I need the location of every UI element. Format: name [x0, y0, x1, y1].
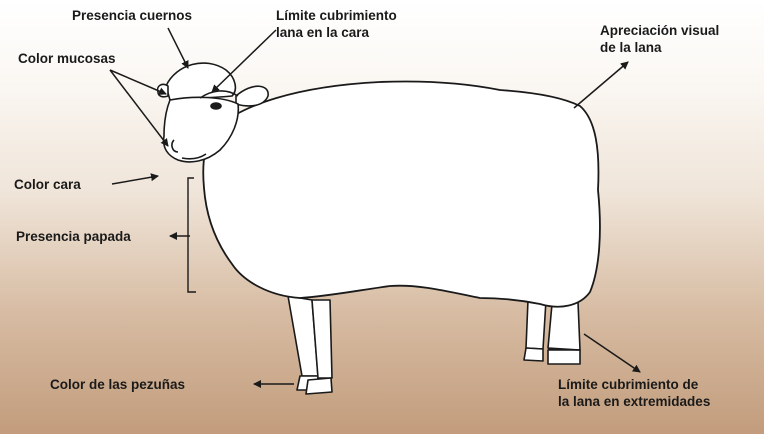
arrow-mucosa-2 [109, 69, 169, 147]
wool-cap [165, 62, 237, 101]
sheep-body [202, 80, 601, 308]
label-leg-wool-line2: la lana en extremidades [558, 394, 711, 409]
front-leg-right [311, 299, 333, 379]
label-face-wool: Límite cubrimiento lana en la cara [276, 7, 397, 41]
label-horns: Presencia cuernos [72, 8, 193, 23]
label-wool-visual-line1: Apreciación visual [600, 23, 720, 38]
label-face-color: Color cara [14, 177, 81, 192]
label-face-wool-line1: Límite cubrimiento [276, 8, 397, 23]
back-hoof-right [547, 349, 581, 365]
back-leg-right [547, 301, 581, 351]
eye [210, 102, 222, 110]
back-hoof-left [523, 347, 544, 362]
back-legs [523, 299, 581, 365]
label-mucosa: Color mucosas [18, 51, 116, 66]
arrow-mucosa-1 [109, 69, 167, 95]
label-wool-visual: Apreciación visual de la lana [600, 22, 719, 56]
label-wool-visual-line2: de la lana [600, 40, 662, 55]
arrow-leg-wool [583, 333, 641, 373]
label-hooves: Color de las pezuñas [50, 377, 186, 392]
ear [235, 85, 269, 107]
label-leg-wool-line1: Límite cubrimiento de [558, 377, 699, 392]
arrow-face-color [111, 173, 159, 185]
front-legs [287, 295, 333, 395]
face [162, 96, 240, 163]
arrow-horns [167, 27, 189, 69]
arrow-face-wool [211, 29, 277, 93]
dewlap-bracket [187, 177, 196, 293]
front-hoof-right [305, 377, 333, 395]
pointer-arrows [109, 27, 641, 388]
back-leg-left [525, 299, 547, 350]
label-face-wool-line2: lana en la cara [276, 25, 370, 40]
arrow-wool-visual [573, 61, 629, 109]
label-dewlap: Presencia papada [16, 229, 131, 244]
label-leg-wool: Límite cubrimiento de la lana en extremi… [558, 376, 710, 410]
